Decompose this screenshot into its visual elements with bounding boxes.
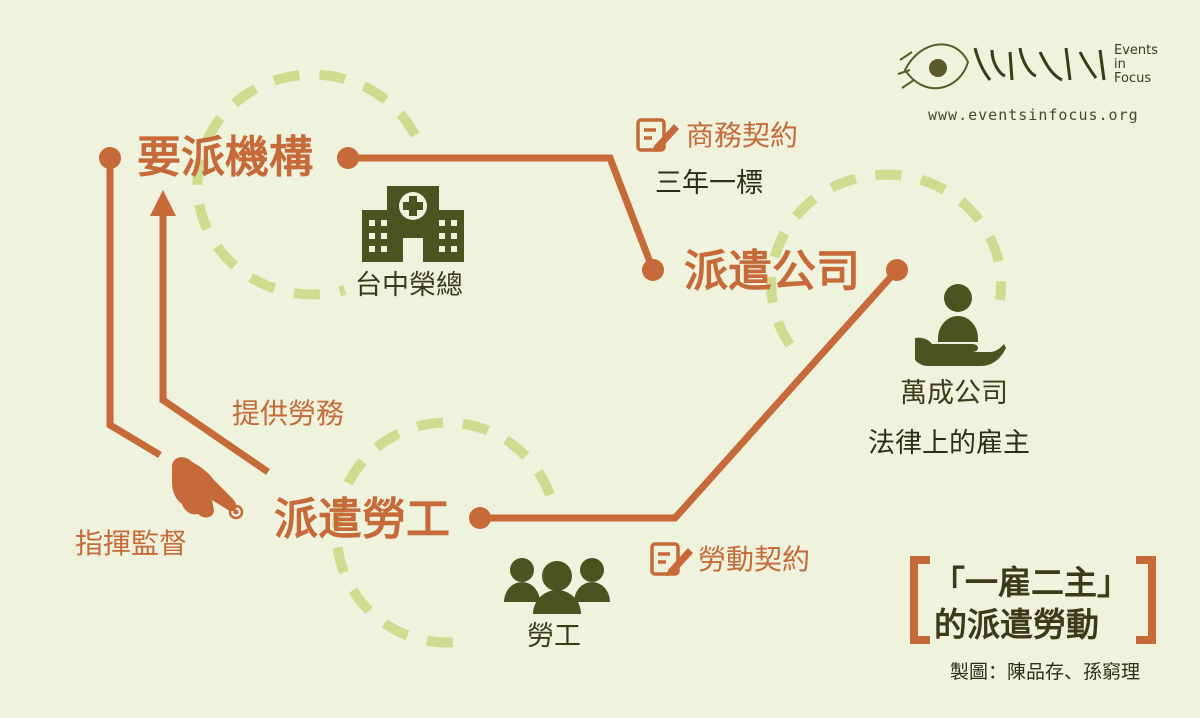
brand-logo-line: in bbox=[1114, 57, 1126, 72]
title-line1: 「一雇二主」 bbox=[932, 563, 1130, 602]
line-provide-labor bbox=[159, 210, 270, 475]
relation-contract-term: 三年一標 bbox=[655, 168, 763, 199]
entity-hospital: 台中榮總 bbox=[355, 270, 463, 301]
title-brackets bbox=[910, 556, 1156, 644]
pointing-hand-icon bbox=[172, 457, 244, 520]
employer-hand-icon bbox=[915, 284, 1006, 366]
dot-dispatch-left bbox=[642, 259, 664, 281]
arrow-head-provide-labor bbox=[150, 190, 176, 216]
dashed-arc-agency bbox=[192, 69, 420, 300]
relation-provide-labor: 提供勞務 bbox=[232, 397, 345, 430]
dashed-arc-worker bbox=[331, 417, 555, 648]
line-worker-to-dispatch bbox=[480, 267, 900, 522]
brand-logo-side: Events in Focus bbox=[1114, 44, 1158, 86]
dot-agency-right bbox=[337, 147, 359, 169]
node-agency: 要派機構 bbox=[137, 132, 313, 183]
contract-icon-labor bbox=[650, 542, 693, 576]
node-dispatched-worker: 派遣勞工 bbox=[274, 494, 450, 545]
brand-logo-line: Events bbox=[1114, 43, 1159, 58]
dot-agency-left bbox=[99, 147, 121, 169]
events-in-focus-logo bbox=[897, 43, 1106, 90]
relation-business-contract: 商務契約 bbox=[686, 119, 799, 152]
line-command-supervise bbox=[106, 158, 162, 459]
dot-worker-right bbox=[469, 507, 491, 529]
title-line2: 的派遣勞動 bbox=[934, 605, 1099, 644]
entity-company: 萬成公司 bbox=[900, 378, 1008, 409]
brand-url: www.eventsinfocus.org bbox=[928, 106, 1139, 124]
hospital-icon bbox=[362, 186, 464, 262]
entity-company-role: 法律上的雇主 bbox=[868, 428, 1030, 459]
workers-group-icon bbox=[504, 558, 610, 614]
brand-logo-line: Focus bbox=[1114, 71, 1152, 86]
line-agency-to-dispatch bbox=[348, 154, 657, 272]
relation-labor-contract: 勞動契約 bbox=[698, 543, 811, 576]
entity-worker: 勞工 bbox=[527, 621, 581, 652]
node-dispatch-company: 派遣公司 bbox=[684, 246, 860, 297]
dot-dispatch-right bbox=[886, 259, 908, 281]
relation-command-supervise: 指揮監督 bbox=[75, 527, 188, 560]
contract-icon-business bbox=[636, 118, 679, 152]
credit-text: 製圖：陳品存、孫窮理 bbox=[950, 661, 1141, 683]
dashed-arc-dispatch bbox=[766, 169, 1007, 348]
